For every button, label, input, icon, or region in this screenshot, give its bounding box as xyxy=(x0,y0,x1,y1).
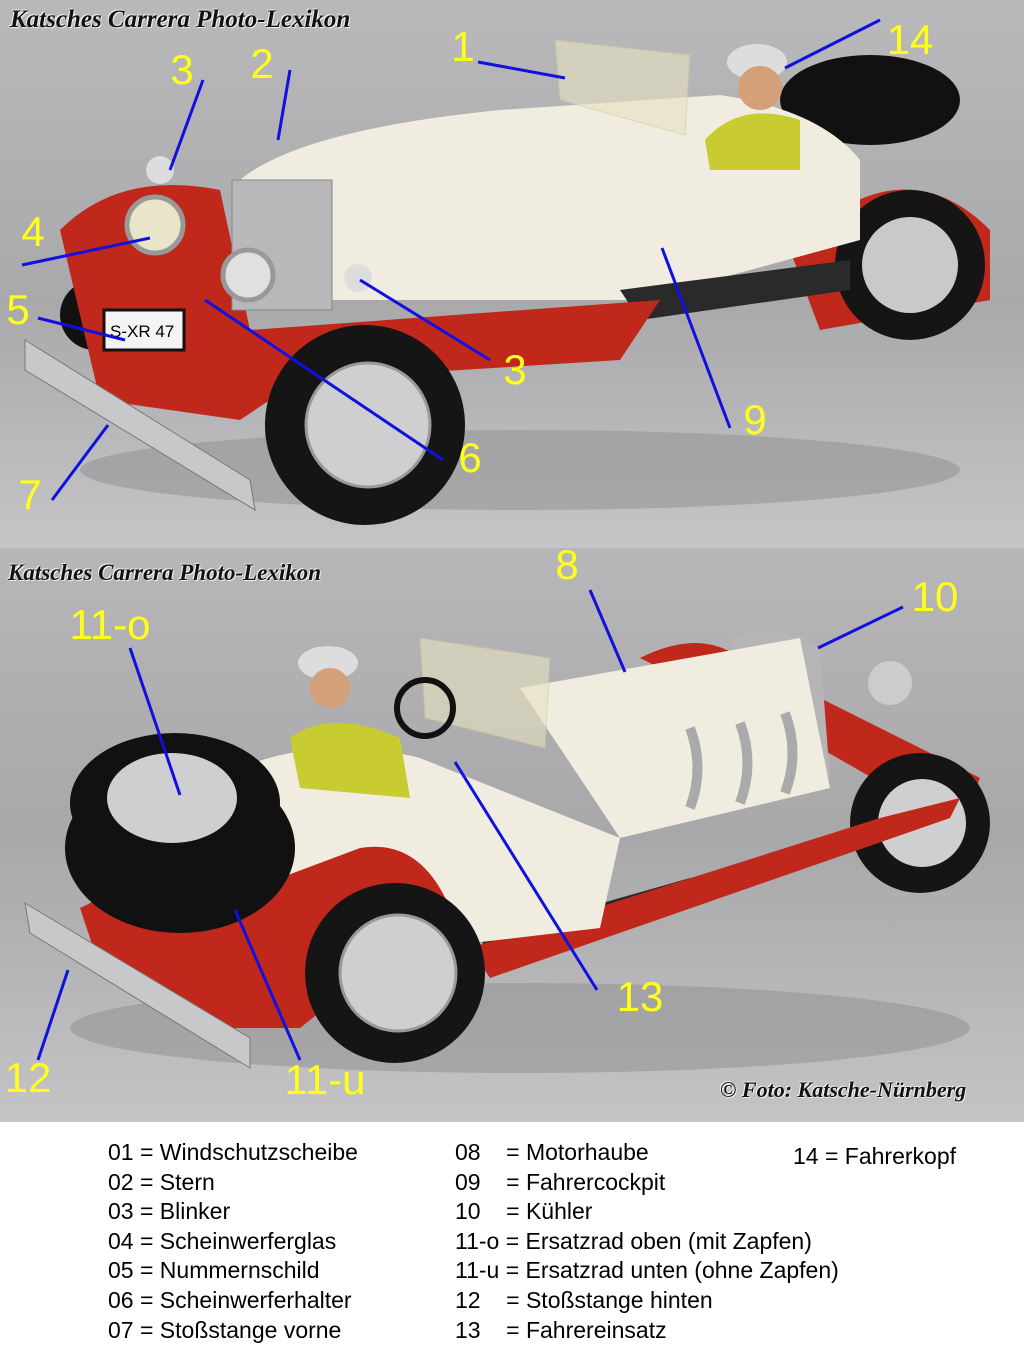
parts-legend: 01 = Windschutzscheibe 02 = Stern 03 = B… xyxy=(0,1122,1024,1355)
legend-item: 04 = Scheinwerferglas xyxy=(108,1227,337,1254)
label-4: 4 xyxy=(21,208,45,255)
label-1: 1 xyxy=(451,23,475,70)
label-11-o: 11-o xyxy=(69,601,151,648)
legend-item: 13 = Fahrereinsatz xyxy=(455,1316,667,1343)
label-5: 5 xyxy=(6,286,30,333)
label-2: 2 xyxy=(250,40,274,87)
car-rear-illustration xyxy=(24,589,990,1073)
label-3b: 3 xyxy=(503,346,527,393)
label-12: 12 xyxy=(4,1054,52,1101)
license-plate: S-XR 47 xyxy=(110,322,174,341)
legend-column-1: 01 = Windschutzscheibe 02 = Stern 03 = B… xyxy=(108,1138,358,1345)
legend-item: 02 = Stern xyxy=(108,1168,215,1195)
photo-rear-view: Katsches Carrera Photo-Lexikon © Foto: K… xyxy=(0,544,1024,1122)
watermark-bottom: Katsches Carrera Photo-Lexikon xyxy=(8,560,322,585)
label-10: 10 xyxy=(911,573,959,620)
watermark-top: Katsches Carrera Photo-Lexikon xyxy=(10,6,351,33)
label-3: 3 xyxy=(170,46,194,93)
legend-item: 07 = Stoßstange vorne xyxy=(108,1316,342,1343)
legend-item: 11-o = Ersatzrad oben (mit Zapfen) xyxy=(455,1227,812,1254)
legend-item: 01 = Windschutzscheibe xyxy=(108,1139,358,1165)
legend-item: 06 = Scheinwerferhalter xyxy=(108,1286,352,1313)
label-9: 9 xyxy=(743,396,767,443)
legend-item: 08 = Motorhaube xyxy=(455,1139,649,1165)
copyright: © Foto: Katsche-Nürnberg xyxy=(720,1077,967,1102)
legend-item: 12 = Stoßstange hinten xyxy=(455,1286,713,1313)
label-8: 8 xyxy=(555,541,579,588)
label-11-u: 11-u xyxy=(284,1056,366,1103)
legend-item: 11-u = Ersatzrad unten (ohne Zapfen) xyxy=(455,1257,839,1284)
legend-column-3: 14 = Fahrerkopf xyxy=(793,1142,956,1172)
annotation-arrows xyxy=(21,18,881,501)
legend-item: 05 = Nummernschild xyxy=(108,1257,320,1284)
legend-item: 03 = Blinker xyxy=(108,1198,231,1225)
legend-item: 10 = Kühler xyxy=(455,1198,593,1225)
legend-item: 14 = Fahrerkopf xyxy=(793,1143,957,1169)
legend-column-2: 08 = Motorhaube 09 = Fahrercockpit 10 = … xyxy=(455,1138,839,1345)
label-13: 13 xyxy=(616,973,664,1020)
car-front-illustration: S-XR 47 xyxy=(21,18,990,525)
legend-item: 09 = Fahrercockpit xyxy=(455,1168,666,1195)
label-7: 7 xyxy=(18,471,42,518)
photo-front-view: S-XR 47 Katsches Carrera Photo-Lexikon 1… xyxy=(0,0,1024,548)
annotation-arrows xyxy=(36,589,904,1061)
label-6: 6 xyxy=(458,434,482,481)
label-14: 14 xyxy=(886,16,934,63)
